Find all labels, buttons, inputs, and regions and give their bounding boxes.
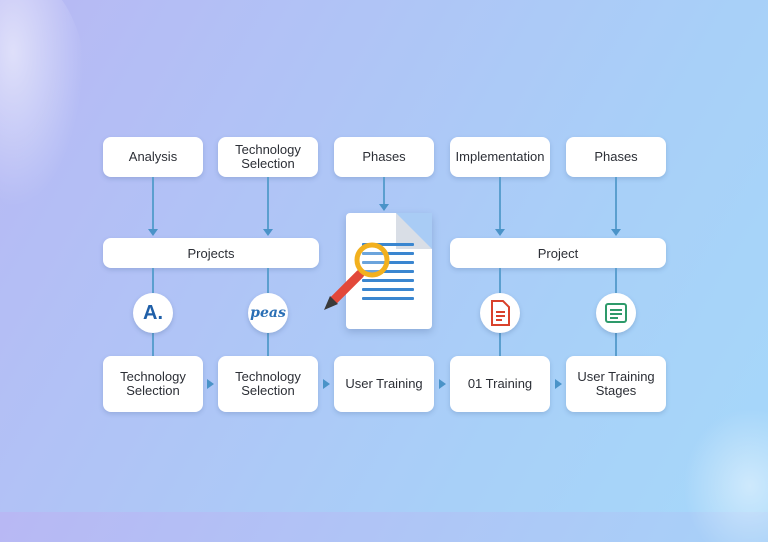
doc-line xyxy=(362,297,414,300)
document-red-icon-svg xyxy=(491,300,510,326)
node-phases-right: Phases xyxy=(566,137,666,177)
arrow-down-icon xyxy=(611,229,621,236)
arrow-down-icon xyxy=(379,204,389,211)
magnifier-pencil-icon xyxy=(324,242,390,310)
connector-line xyxy=(499,177,501,229)
doc-line xyxy=(362,279,414,282)
node-technology-selection-1: Technology Selection xyxy=(103,356,203,412)
arrow-down-icon xyxy=(148,229,158,236)
script-logo-icon: peas xyxy=(248,293,288,333)
group-bar-project: Project xyxy=(450,238,666,268)
group-bar-projects: Projects xyxy=(103,238,319,268)
node-user-training: User Training xyxy=(334,356,434,412)
document-red-icon xyxy=(480,293,520,333)
node-implementation: Implementation xyxy=(450,137,550,177)
node-user-training-stages: User Training Stages xyxy=(566,356,666,412)
document-illustration-icon xyxy=(346,213,432,329)
background-splash xyxy=(678,402,768,542)
arrow-right-icon xyxy=(323,379,330,389)
script-logo-glyph: peas xyxy=(250,305,286,321)
node-technology-selection-2: Technology Selection xyxy=(218,356,318,412)
doc-line xyxy=(362,288,414,291)
connector-line xyxy=(383,177,385,204)
connector-line xyxy=(267,177,269,229)
document-green-icon-svg xyxy=(605,303,627,323)
arrow-right-icon xyxy=(555,379,562,389)
node-01-training: 01 Training xyxy=(450,356,550,412)
letter-a-glyph: A. xyxy=(143,301,163,324)
node-technology-selection-top: Technology Selection xyxy=(218,137,318,177)
arrow-down-icon xyxy=(263,229,273,236)
connector-line xyxy=(615,177,617,229)
node-phases-center: Phases xyxy=(334,137,434,177)
letter-a-icon: A. xyxy=(133,293,173,333)
doc-line xyxy=(362,243,414,246)
arrow-right-icon xyxy=(439,379,446,389)
doc-fold xyxy=(396,213,432,249)
connector-line xyxy=(152,177,154,229)
background-splash xyxy=(0,0,90,220)
arrow-down-icon xyxy=(495,229,505,236)
document-green-icon xyxy=(596,293,636,333)
arrow-right-icon xyxy=(207,379,214,389)
node-analysis: Analysis xyxy=(103,137,203,177)
doc-line xyxy=(362,270,414,273)
